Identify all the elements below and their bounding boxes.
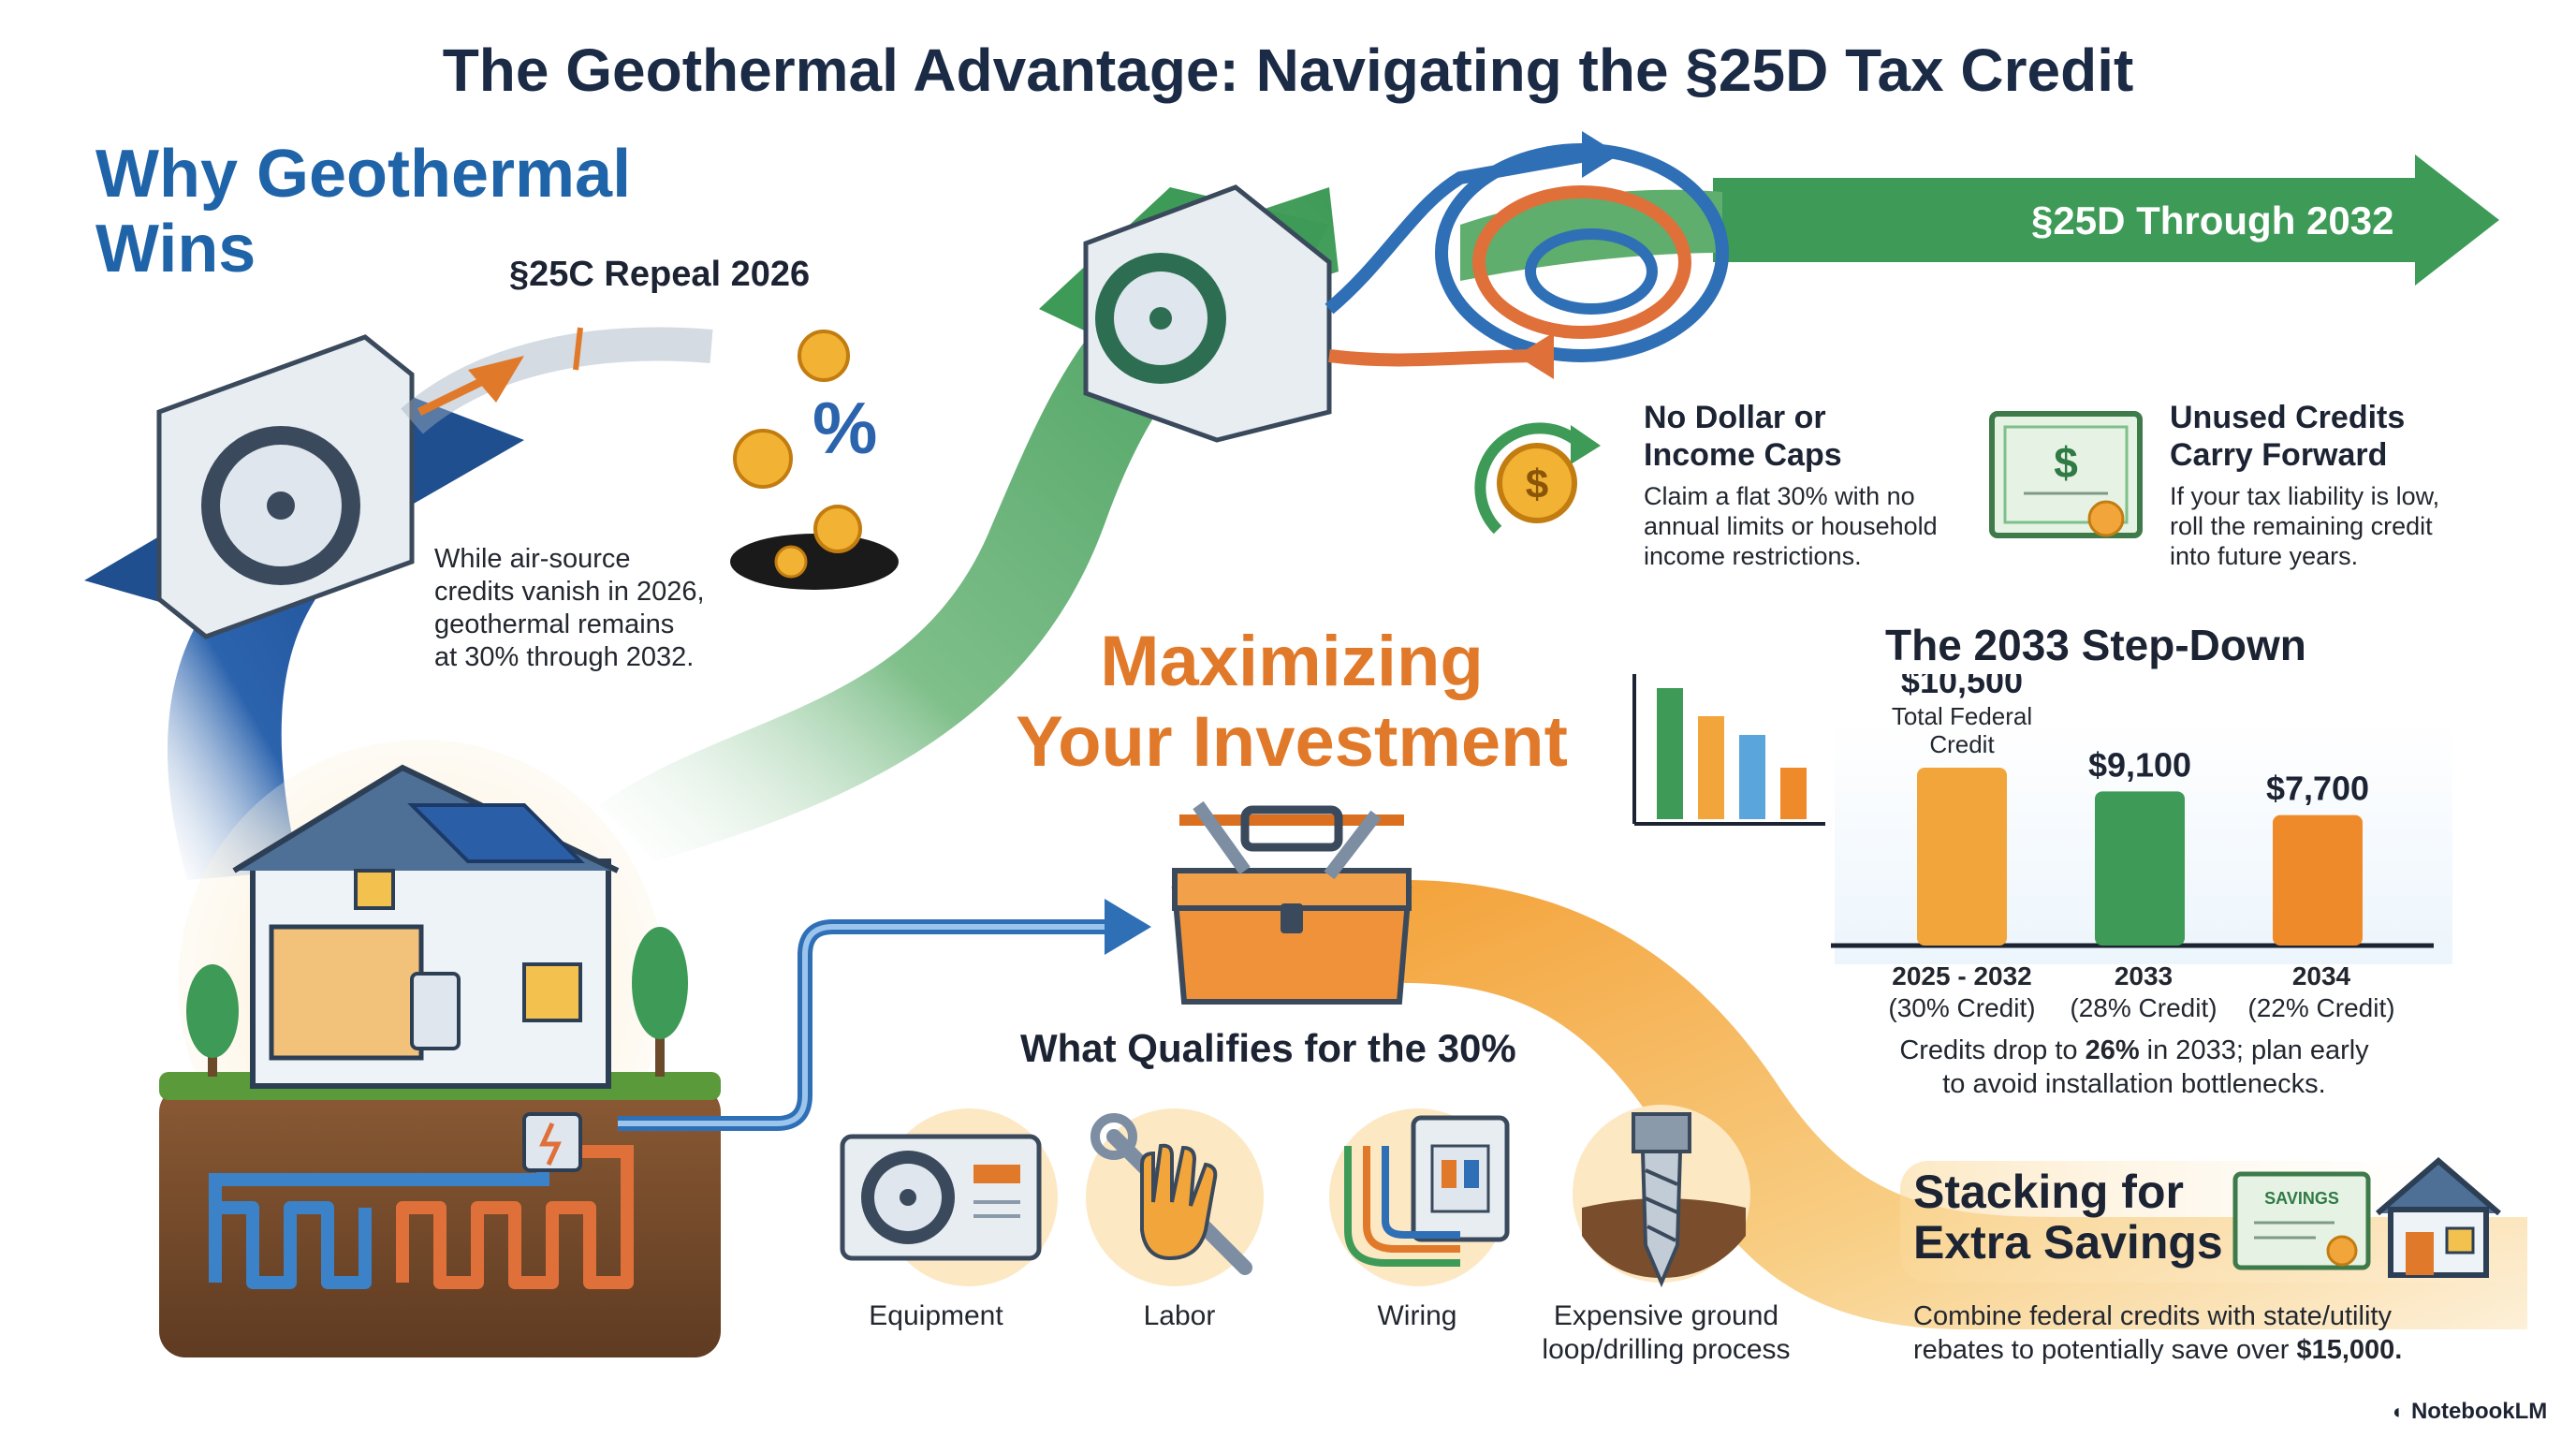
chart-bar: [2095, 791, 2185, 946]
qualify-label: Expensive ground loop/drilling process: [1498, 1299, 1835, 1367]
coin-growth-icon: $: [1470, 408, 1610, 549]
timeline-arrow-shape: [1713, 154, 2499, 286]
qualify-label-line2: loop/drilling process: [1542, 1334, 1791, 1365]
feature-body: annual limits or household: [1644, 512, 1938, 540]
why-heading-line1: Why Geothermal: [95, 137, 632, 212]
chart-value-label: $10,500: [1901, 674, 2023, 700]
qualifies-heading: What Qualifies for the 30%: [1020, 1026, 1516, 1070]
chart-category: 2034: [2291, 961, 2351, 990]
brand-text: NotebookLM: [2410, 1399, 2548, 1424]
feature-title: Unused Credits: [2170, 400, 2406, 435]
geothermal-unit-graphic: [1083, 184, 1332, 443]
why-body-line: credits vanish in 2026,: [434, 577, 705, 607]
chart-value-label: $9,100: [2088, 745, 2191, 784]
stacking-body-line2: rebates to potentially save over $15,000…: [1913, 1333, 2402, 1367]
chart-x-label: 2033 (28% Credit): [2050, 961, 2237, 1024]
feature-body: into future years.: [2170, 542, 2359, 570]
feature-body: roll the remaining credit: [2170, 512, 2433, 540]
stacking-heading-line2: Extra Savings: [1913, 1216, 2223, 1269]
electrical-panel-icon: [1344, 1115, 1510, 1267]
repeal-label: §25C Repeal 2026: [509, 255, 811, 294]
feature-body: income restrictions.: [1644, 542, 1862, 570]
chart-bar-caption: Credit: [1929, 730, 1995, 758]
qualify-label: Labor: [1143, 1300, 1216, 1331]
chart-sublabel: (22% Credit): [2247, 993, 2395, 1022]
house-icon: [2368, 1148, 2509, 1288]
maximize-heading-line1: Maximizing: [1100, 622, 1484, 701]
svg-text:$: $: [2054, 438, 2078, 487]
chart-x-label: 2025 - 2032 (30% Credit): [1868, 961, 2056, 1024]
chart-bar: [2273, 814, 2363, 946]
note-suffix: in 2033; plan early: [2139, 1035, 2369, 1065]
qualify-label: Wiring: [1377, 1300, 1457, 1331]
feature-title: Carry Forward: [2170, 437, 2388, 473]
toolbox-graphic: [1171, 800, 1412, 1005]
qualify-item-drilling: [1573, 1105, 1760, 1292]
chart-category: 2025 - 2032: [1892, 961, 2032, 990]
percent-icon: %: [812, 387, 878, 469]
hole-graphic: [730, 534, 899, 590]
chart-bar: [1917, 768, 2007, 946]
stacking-body: Combine federal credits with state/utili…: [1913, 1299, 2402, 1367]
chart-sublabel: (30% Credit): [1888, 993, 2036, 1022]
qualify-item-wiring: [1329, 1108, 1516, 1296]
maximize-heading: Maximizing Your Investment: [992, 622, 1591, 783]
why-heading-line2: Wins: [95, 212, 256, 286]
feature-no-caps: No Dollar or Income Caps Claim a flat 30…: [1644, 399, 1938, 571]
qualify-label-line1: Expensive ground: [1553, 1300, 1779, 1331]
chart-sublabel: (28% Credit): [2070, 993, 2217, 1022]
note-bold: 26%: [2085, 1035, 2140, 1065]
timeline-arrow-label: §25D Through 2032: [2031, 198, 2394, 242]
why-body: While air-source credits vanish in 2026,…: [434, 543, 705, 674]
svg-text:$: $: [1526, 462, 1548, 507]
page-title: The Geothermal Advantage: Navigating the…: [442, 37, 2134, 104]
mini-chart-icon: [1632, 674, 1825, 826]
why-heading: Why Geothermal Wins: [95, 137, 631, 286]
feature-body: Claim a flat 30% with no: [1644, 482, 1915, 510]
drill-bit-icon: [1582, 1112, 1746, 1288]
chart-x-label: 2034 (22% Credit): [2228, 961, 2415, 1024]
stacking-body-bold: $15,000.: [2296, 1335, 2403, 1365]
qualify-item-labor: [1086, 1108, 1273, 1296]
stepdown-note-line1: Credits drop to 26% in 2033; plan early: [1853, 1034, 2415, 1067]
heat-pump-unit-icon: [840, 1134, 1042, 1261]
glove-wrench-icon: [1090, 1113, 1252, 1275]
savings-badge-text: SAVINGS: [2264, 1189, 2339, 1208]
feature-carry-forward: Unused Credits Carry Forward If your tax…: [2170, 399, 2439, 571]
brand-icon: ◐: [2393, 1400, 2406, 1423]
maximize-heading-line2: Your Investment: [1016, 702, 1568, 782]
stepdown-note: Credits drop to 26% in 2033; plan early …: [1853, 1034, 2415, 1101]
stacking-body-line1: Combine federal credits with state/utili…: [1913, 1301, 2392, 1331]
feature-title: Income Caps: [1644, 437, 1842, 473]
qualify-label: Equipment: [869, 1300, 1003, 1331]
chart-bar-caption: Total Federal: [1892, 702, 2032, 730]
stacking-heading-line1: Stacking for: [1913, 1166, 2184, 1218]
stacking-body-prefix: rebates to potentially save over: [1913, 1335, 2297, 1365]
why-body-line: at 30% through 2032.: [434, 642, 695, 672]
certificate-icon: $: [1986, 404, 2145, 554]
chart-value-label: $7,700: [2266, 770, 2369, 808]
air-source-unit-graphic: [156, 334, 415, 639]
chart-category: 2033: [2114, 961, 2174, 990]
savings-certificate-icon: SAVINGS: [2232, 1170, 2372, 1273]
why-body-line: geothermal remains: [434, 609, 675, 639]
why-body-line: While air-source: [434, 544, 631, 574]
note-prefix: Credits drop to: [1899, 1035, 2086, 1065]
qualify-item-equipment: [833, 1108, 1226, 1296]
brand-label: ◐ NotebookLM: [2393, 1399, 2547, 1425]
feature-body: If your tax liability is low,: [2170, 482, 2440, 510]
stepdown-heading: The 2033 Step-Down: [1885, 621, 2306, 669]
solar-panel: [407, 803, 585, 863]
stepdown-note-line2: to avoid installation bottlenecks.: [1942, 1069, 2326, 1099]
feature-title: No Dollar or: [1644, 400, 1826, 435]
stacking-heading: Stacking for Extra Savings: [1913, 1167, 2223, 1268]
